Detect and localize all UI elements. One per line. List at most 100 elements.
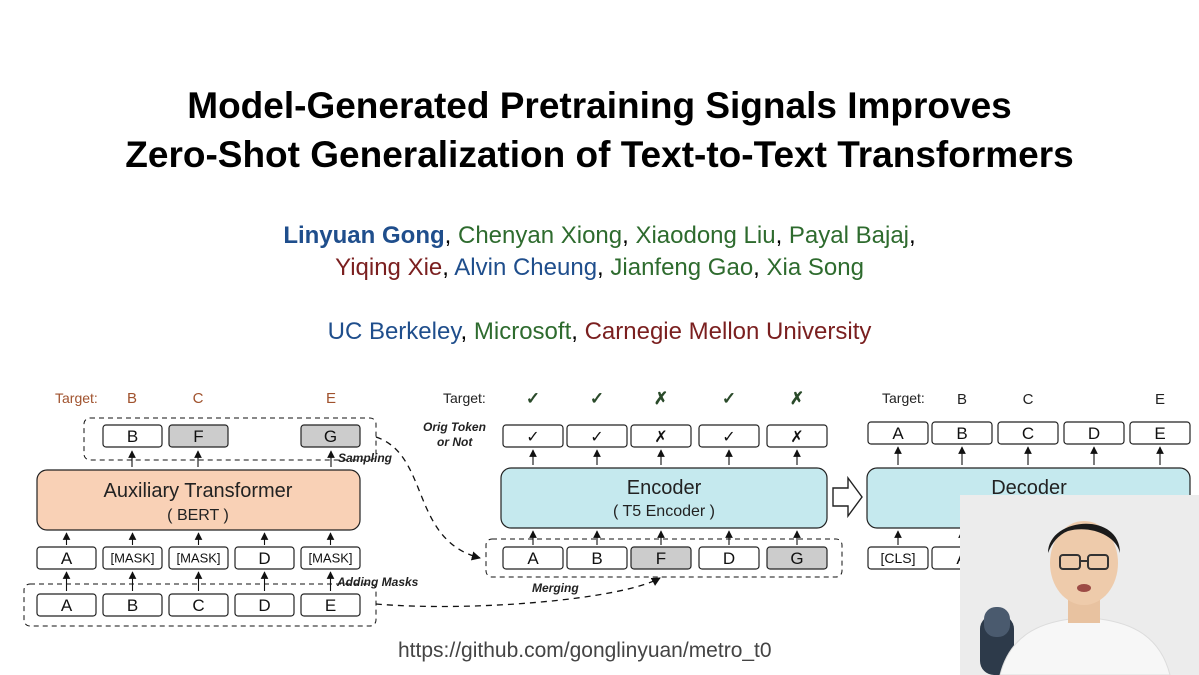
left-original-token-box xyxy=(234,593,295,617)
encoder-sub: ( T5 Encoder ) xyxy=(613,503,715,520)
orig-token-label: Orig Token xyxy=(423,420,486,434)
authors-line-1: Linyuan Gong, Chenyan Xiong, Xiaodong Li… xyxy=(0,220,1199,252)
left-target-E: E xyxy=(326,390,336,407)
author-yiqing-xie: Yiqing Xie xyxy=(335,254,443,281)
middle-target-mark: ✓ xyxy=(526,389,540,408)
left-masked-token-box xyxy=(36,546,97,570)
left-masked-token-box xyxy=(300,546,361,570)
affiliation-microsoft: Microsoft xyxy=(473,318,572,345)
left-original-token: B xyxy=(127,596,138,615)
title-line-2: Zero-Shot Generalization of Text-to-Text… xyxy=(125,134,1074,175)
middle-target-mark: ✗ xyxy=(654,389,668,408)
middle-input-token: G xyxy=(790,549,803,568)
right-hollow-arrow-icon xyxy=(832,475,863,519)
encoder-name: Encoder xyxy=(627,477,702,499)
aux-transformer-box xyxy=(36,469,361,531)
sep: , xyxy=(571,318,585,345)
middle-output-mark: ✓ xyxy=(722,429,735,446)
original-to-merge-arrow xyxy=(375,577,661,608)
sep: , xyxy=(909,222,916,249)
right-output-token-box xyxy=(997,421,1059,445)
middle-input-token-box xyxy=(630,546,692,570)
author-xiaodong-liu: Xiaodong Liu xyxy=(635,222,776,249)
affiliation-uc-berkeley: UC Berkeley xyxy=(327,318,461,345)
middle-output-mark-box xyxy=(566,424,628,448)
middle-output-mark-box xyxy=(630,424,692,448)
middle-target-mark: ✗ xyxy=(790,389,804,408)
right-output-token-box xyxy=(931,421,993,445)
right-target-E: E xyxy=(1155,391,1165,408)
sep: , xyxy=(444,222,458,249)
right-output-token-box xyxy=(1129,421,1191,445)
right-output-token: E xyxy=(1154,424,1165,443)
middle-input-token-box xyxy=(502,546,564,570)
left-original-token: A xyxy=(61,596,73,615)
affiliations: UC Berkeley, Microsoft, Carnegie Mellon … xyxy=(0,316,1199,348)
aux-transformer-sub: ( BERT ) xyxy=(167,507,229,524)
left-target-C: C xyxy=(193,390,204,407)
author-payal-bajaj: Payal Bajaj xyxy=(788,222,909,249)
left-original-group xyxy=(23,583,377,627)
authors-line-2: Yiqing Xie, Alvin Cheung, Jianfeng Gao, … xyxy=(0,252,1199,284)
left-sampled-token: B xyxy=(127,427,138,446)
title-line-1: Model-Generated Pretraining Signals Impr… xyxy=(187,85,1012,126)
aux-transformer-name: Auxiliary Transformer xyxy=(104,480,293,502)
left-target-B: B xyxy=(127,390,137,407)
left-sampled-token: G xyxy=(324,427,337,446)
left-sampled-token-box xyxy=(102,424,163,448)
middle-output-mark-box xyxy=(502,424,564,448)
middle-input-token-box xyxy=(698,546,760,570)
left-adding-masks-label: Adding Masks xyxy=(336,575,419,589)
left-masked-token-box xyxy=(168,546,229,570)
affiliation-cmu: Carnegie Mellon University xyxy=(584,318,872,345)
sep: , xyxy=(460,318,474,345)
repo-url[interactable]: https://github.com/gonglinyuan/metro_t0 xyxy=(398,639,772,662)
left-sampled-token-box xyxy=(168,424,229,448)
sep: , xyxy=(753,254,767,281)
middle-output-mark: ✗ xyxy=(654,429,667,446)
middle-input-group xyxy=(485,538,843,578)
left-masked-token-box xyxy=(234,546,295,570)
right-output-token: C xyxy=(1022,424,1034,443)
left-sampling-label: Sampling xyxy=(338,451,393,465)
left-masked-token: D xyxy=(258,549,270,568)
sep: , xyxy=(775,222,789,249)
presenter-webcam xyxy=(960,495,1199,675)
left-masked-token: [MASK] xyxy=(176,551,220,566)
left-masked-token: [MASK] xyxy=(308,551,352,566)
author-jianfeng-gao: Jianfeng Gao xyxy=(610,254,754,281)
middle-output-mark: ✓ xyxy=(590,429,603,446)
middle-target-mark: ✓ xyxy=(722,389,736,408)
middle-input-token: D xyxy=(723,549,735,568)
left-original-token-box xyxy=(300,593,361,617)
presenter-figure xyxy=(960,495,1199,675)
merging-label: Merging xyxy=(532,581,579,595)
right-input-token: [CLS] xyxy=(880,550,915,566)
middle-input-token-box xyxy=(566,546,628,570)
right-output-token: A xyxy=(892,424,904,443)
author-xia-song: Xia Song xyxy=(766,254,864,281)
left-original-token-box xyxy=(36,593,97,617)
middle-input-token: A xyxy=(527,549,539,568)
left-original-token: E xyxy=(325,596,336,615)
middle-input-token: F xyxy=(656,549,666,568)
left-sampled-token: F xyxy=(193,427,203,446)
right-input-token-box xyxy=(867,546,929,570)
right-output-token-box xyxy=(867,421,929,445)
middle-output-mark-box xyxy=(698,424,760,448)
author-linyuan-gong: Linyuan Gong xyxy=(283,222,445,249)
sep: , xyxy=(622,222,636,249)
encoder-box xyxy=(500,467,828,529)
decoder-name: Decoder xyxy=(991,477,1067,499)
sep: , xyxy=(442,254,455,281)
left-original-token-box xyxy=(102,593,163,617)
author-alvin-cheung: Alvin Cheung xyxy=(454,254,598,281)
left-target-label: Target: xyxy=(55,390,98,406)
middle-output-mark-box xyxy=(766,424,828,448)
left-masked-token: A xyxy=(61,549,73,568)
middle-target-mark: ✓ xyxy=(590,389,604,408)
right-output-token: B xyxy=(956,424,967,443)
right-output-token-box xyxy=(1063,421,1125,445)
left-sampled-group xyxy=(83,417,377,461)
middle-output-mark: ✗ xyxy=(790,429,803,446)
